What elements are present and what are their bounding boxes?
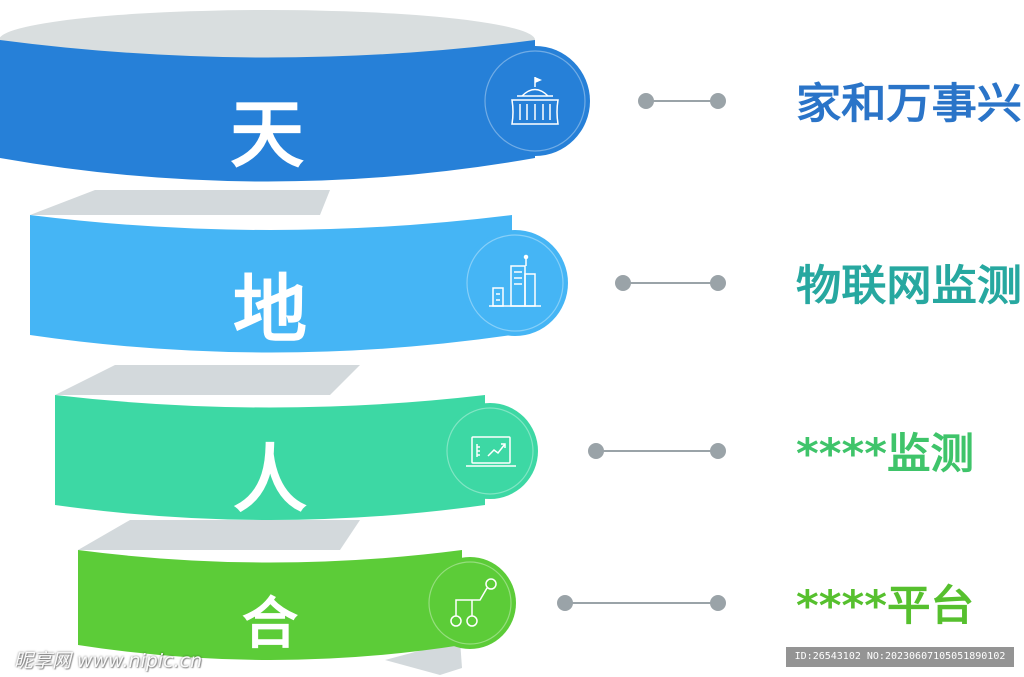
back-face-1 — [30, 190, 330, 215]
labels: 家和万事兴 物联网监测 ****监测 ****平台 — [796, 79, 1022, 630]
label-2: 物联网监测 — [796, 261, 1022, 310]
flow-nodes-icon — [450, 578, 497, 627]
band-3-char: 人 — [233, 437, 307, 523]
label-3: ****监测 — [796, 429, 974, 478]
back-face-4 — [385, 640, 462, 675]
connectors — [557, 93, 726, 611]
band-2-char: 地 — [233, 267, 307, 353]
band-4: 合 — [78, 550, 516, 660]
connector-4 — [557, 595, 726, 611]
band-4-icon-circle — [424, 557, 516, 649]
label-1: 家和万事兴 — [796, 79, 1022, 128]
office-buildings-icon — [489, 254, 541, 307]
band-4-body — [78, 550, 462, 660]
laptop-chart-icon — [466, 436, 516, 467]
watermark-site: 昵享网 www.nipic.cn — [14, 650, 203, 672]
band-1-icon-circle — [480, 46, 590, 156]
watermark-id: ID:26543102 NO:20230607105051890102 — [786, 647, 1014, 667]
government-building-icon — [511, 77, 559, 125]
band-4-char: 合 — [242, 592, 298, 657]
band-3-body — [55, 395, 485, 520]
band-1-body — [0, 40, 535, 182]
label-4: ****平台 — [796, 581, 974, 630]
connector-3 — [588, 443, 726, 459]
back-face-2 — [55, 365, 360, 395]
band-2-icon-circle — [462, 230, 568, 336]
funnel-back-faces — [30, 190, 462, 675]
band-1-char: 天 — [230, 92, 304, 178]
band-2: 地 — [30, 215, 568, 353]
connector-1 — [638, 93, 726, 109]
band-3-icon-circle — [442, 403, 538, 499]
band-3: 人 — [55, 395, 538, 523]
connector-2 — [615, 275, 726, 291]
band-2-body — [30, 215, 512, 353]
band-1: 天 — [0, 10, 590, 182]
back-face-3 — [78, 520, 360, 550]
